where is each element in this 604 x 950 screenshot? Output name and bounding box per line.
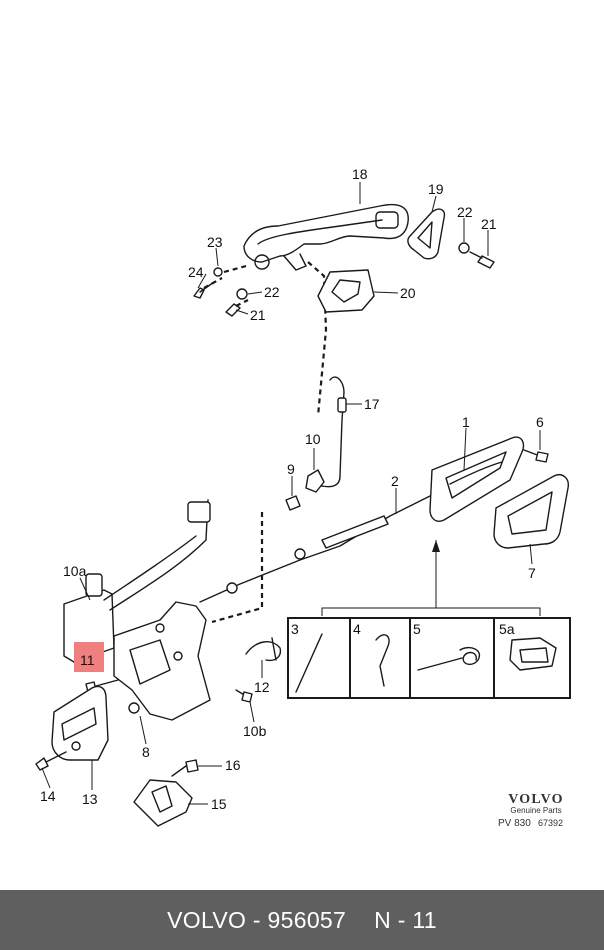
callout-20: 20 [400, 285, 416, 301]
callout-13: 13 [82, 791, 98, 807]
callout-10b: 10b [243, 723, 267, 739]
callout-16: 16 [225, 757, 241, 773]
callout-10a: 10a [63, 563, 87, 579]
clip-nine [285, 495, 301, 511]
leader-lines [41, 182, 541, 805]
callout-22-left: 22 [264, 284, 280, 300]
volvo-brand-block: VOLVO Genuine Parts PV 830 67392 [498, 792, 564, 829]
callout-19: 19 [428, 181, 444, 197]
screw-ten-b [235, 689, 253, 703]
callout-4: 4 [353, 621, 361, 637]
callout-17: 17 [364, 396, 380, 412]
lock-cover [51, 685, 109, 761]
callout-7: 7 [528, 565, 536, 581]
callout-21-right: 21 [481, 216, 497, 232]
rod-clip [305, 469, 325, 493]
callout-1: 1 [462, 414, 470, 430]
callout-9: 9 [287, 461, 295, 477]
callout-3: 3 [291, 621, 299, 637]
small-fasteners-left [193, 267, 248, 317]
spring-clip [245, 637, 282, 662]
callout-8: 8 [142, 744, 150, 760]
screw-sixteen [171, 759, 199, 777]
release-cable [199, 495, 431, 603]
footer-part-number: VOLVO - 956057 [167, 906, 347, 933]
screw-fourteen [35, 751, 67, 771]
footer-reference: N - 11 [374, 906, 437, 933]
callout-14: 14 [40, 788, 56, 804]
outer-door-handle [243, 203, 409, 271]
screw-six [523, 449, 549, 463]
callout-22-right: 22 [457, 204, 473, 220]
brand-subtitle: Genuine Parts [510, 806, 561, 815]
cover-plate [317, 269, 375, 313]
brand-code: PV 830 [498, 818, 531, 829]
handle-bezel [493, 474, 569, 549]
callout-21-left: 21 [250, 307, 266, 323]
callout-5a: 5a [499, 621, 515, 637]
detail-panel [287, 540, 571, 699]
callout-15: 15 [211, 796, 227, 812]
callout-labels: 18 19 22 21 23 24 22 21 20 17 10 1 6 9 2… [40, 166, 544, 812]
callout-11: 11 [80, 652, 95, 668]
callout-2: 2 [391, 473, 399, 489]
striker-plate [133, 779, 193, 827]
handle-gasket [407, 208, 446, 260]
lock-mechanism [113, 601, 211, 721]
callout-23: 23 [207, 234, 223, 250]
callout-24: 24 [188, 264, 204, 280]
callout-6: 6 [536, 414, 544, 430]
exploded-parts-diagram: 18 19 22 21 23 24 22 21 20 17 10 1 6 9 2… [35, 166, 571, 829]
inner-door-handle [429, 436, 525, 522]
callout-5: 5 [413, 621, 421, 637]
callout-10: 10 [305, 431, 321, 447]
brand-code-small: 67392 [538, 818, 563, 828]
link-rod [311, 376, 347, 489]
part-number-footer: VOLVO - 956057 N - 11 [0, 890, 604, 950]
callout-12: 12 [254, 679, 270, 695]
callout-18: 18 [352, 166, 368, 182]
washer-screw-right [458, 242, 495, 269]
brand-logo-text: VOLVO [508, 792, 564, 807]
highlight-marker [74, 642, 104, 672]
